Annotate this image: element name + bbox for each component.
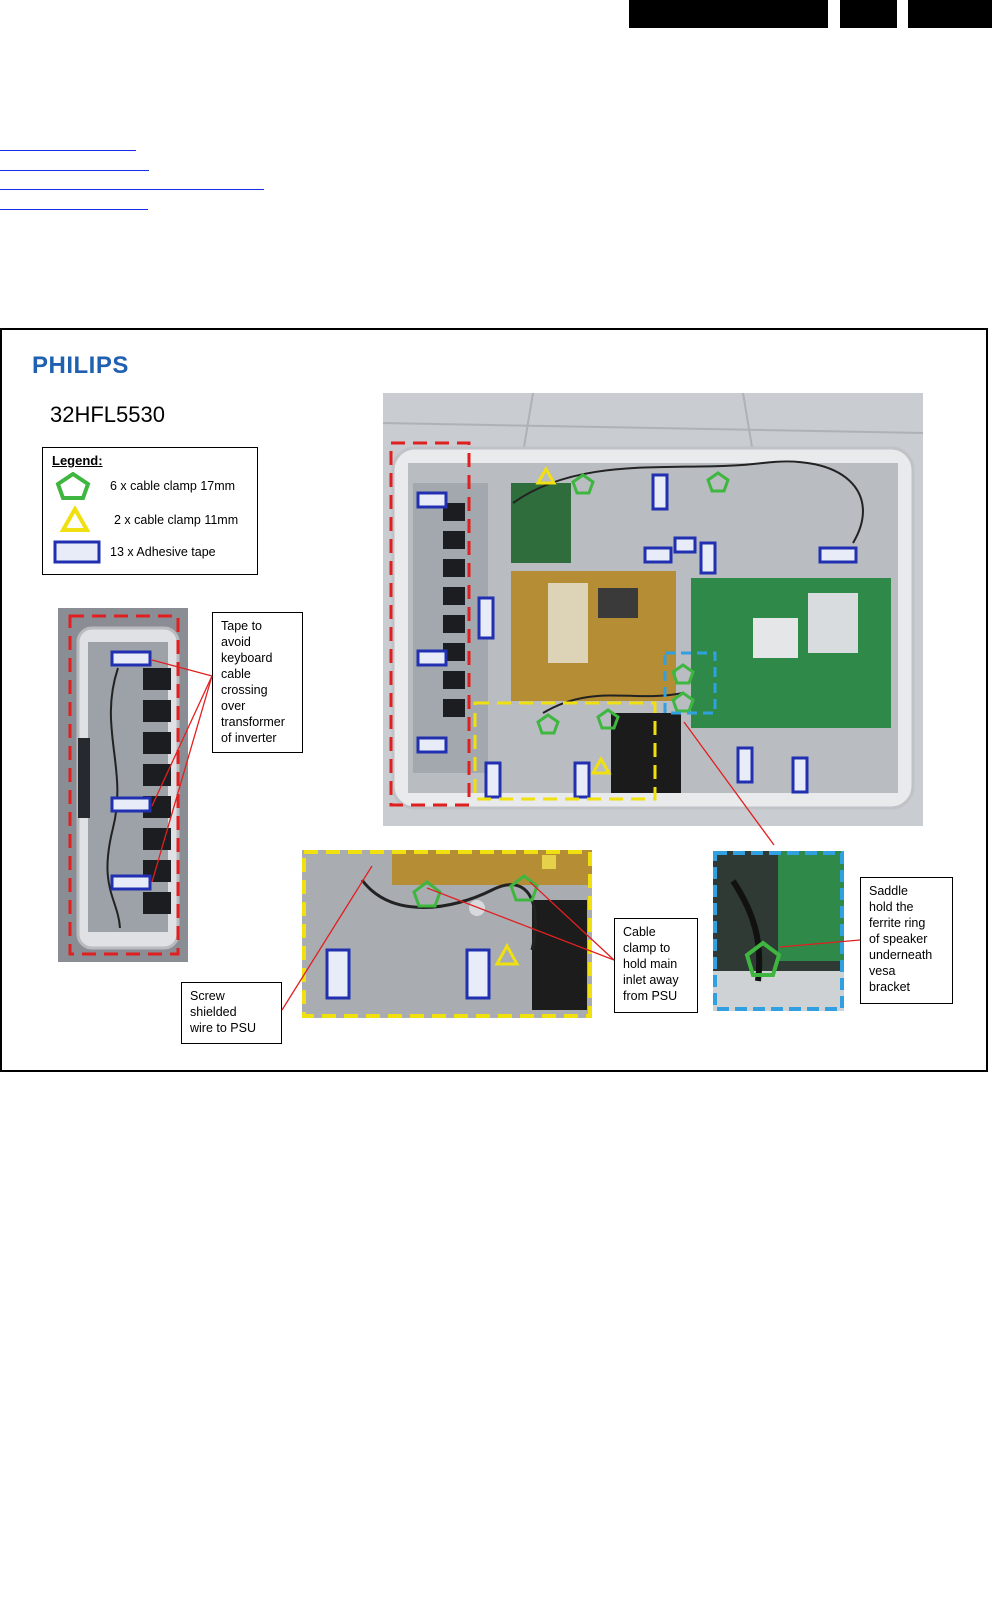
legend-row-adhesive-tape: 13 x Adhesive tape — [49, 538, 254, 566]
philips-logo: PHILIPS — [32, 352, 129, 379]
header-block-section — [840, 0, 897, 28]
legend-row-cable-clamp-17: 6 x cable clamp 17mm — [49, 472, 254, 500]
photo-keyboard-side — [58, 608, 188, 962]
photo-ferrite-zoom — [713, 851, 844, 1011]
callout-line: Saddle — [869, 884, 908, 898]
toc-link-1[interactable] — [0, 150, 136, 151]
callout-line: Cable — [623, 925, 656, 939]
toc-link-4[interactable] — [0, 209, 148, 210]
callout-screw-shielded-wire: Screw shielded wire to PSU — [181, 982, 282, 1044]
green-pentagon-icon — [55, 472, 91, 500]
callout-line: hold main — [623, 957, 678, 971]
callout-line: of inverter — [221, 731, 277, 745]
callout-line: from PSU — [623, 989, 678, 1003]
cable-dressing-figure: PHILIPS 32HFL5530 Legend: 6 x cable clam… — [0, 328, 988, 1072]
callout-line: Tape to — [221, 619, 263, 633]
toc-link-2[interactable] — [0, 170, 149, 171]
legend-box: Legend: 6 x cable clamp 17mm 2 x cable c… — [42, 447, 258, 575]
callout-line: keyboard — [221, 651, 273, 665]
legend-row-cable-clamp-11: 2 x cable clamp 11mm — [49, 506, 254, 534]
callout-line: cable — [221, 667, 251, 681]
callout-line: inlet away — [623, 973, 679, 987]
callout-saddle-ferrite: Saddle hold the ferrite ring of speaker … — [860, 877, 953, 1004]
legend-title: Legend: — [52, 453, 103, 468]
blue-rectangle-icon — [53, 540, 101, 564]
callout-line: over — [221, 699, 246, 713]
model-number: 32HFL5530 — [50, 402, 165, 427]
callout-line: vesa — [869, 964, 896, 978]
callout-line: transformer — [221, 715, 285, 729]
header-block-title — [629, 0, 828, 28]
callout-line: of speaker — [869, 932, 928, 946]
legend-label-adhesive-tape: 13 x Adhesive tape — [110, 545, 216, 559]
callout-line: bracket — [869, 980, 910, 994]
toc-link-3[interactable] — [0, 189, 264, 190]
callout-line: wire to PSU — [190, 1021, 256, 1035]
callout-line: shielded — [190, 1005, 237, 1019]
callout-line: clamp to — [623, 941, 671, 955]
photo-tv-rear-overview — [383, 393, 923, 826]
header-block-page — [908, 0, 992, 28]
callout-line: Screw — [190, 989, 225, 1003]
callout-cable-clamp: Cable clamp to hold main inlet away from… — [614, 918, 698, 1013]
callout-line: hold the — [869, 900, 914, 914]
callout-line: crossing — [221, 683, 268, 697]
legend-label-clamp-11: 2 x cable clamp 11mm — [114, 513, 239, 527]
callout-line: ferrite ring — [869, 916, 926, 930]
leader-lines — [151, 659, 861, 1011]
callout-line: underneath — [869, 948, 933, 962]
yellow-triangle-icon — [59, 506, 91, 532]
photo-psu-zoom — [302, 850, 592, 1018]
callout-tape-keyboard: Tape to avoid keyboard cable crossing ov… — [212, 612, 303, 753]
legend-label-clamp-17: 6 x cable clamp 17mm — [110, 479, 236, 493]
callout-line: avoid — [221, 635, 251, 649]
